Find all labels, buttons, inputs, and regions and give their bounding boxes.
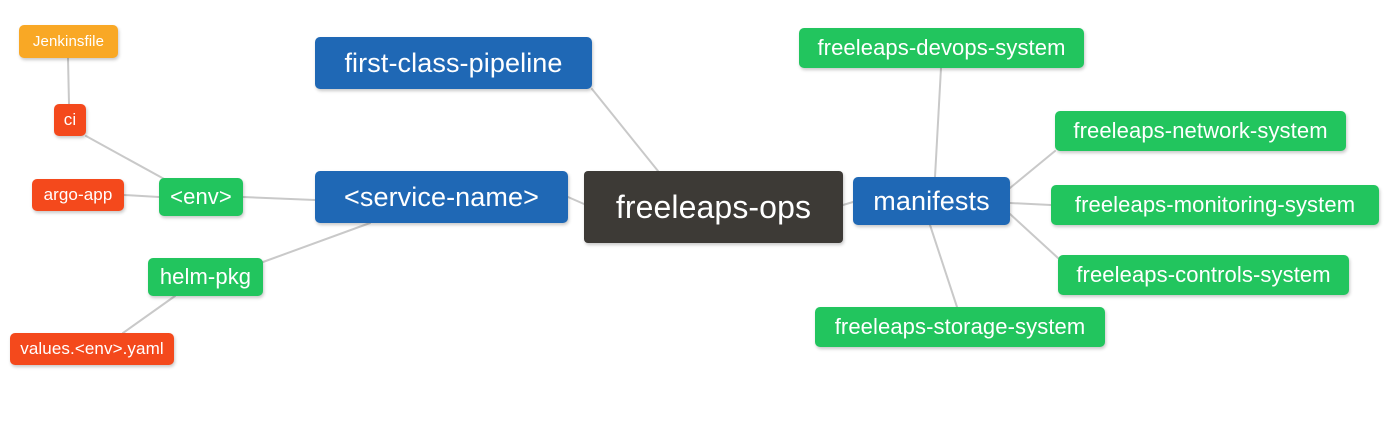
mindmap-node-freeleaps-devops-system[interactable]: freeleaps-devops-system xyxy=(799,28,1084,68)
mindmap-edge-first-class-pipeline-to-freeleaps-ops xyxy=(591,88,659,172)
mindmap-node-manifests[interactable]: manifests xyxy=(853,177,1010,225)
mindmap-node-freeleaps-monitoring-system[interactable]: freeleaps-monitoring-system xyxy=(1051,185,1379,225)
mindmap-node-first-class-pipeline[interactable]: first-class-pipeline xyxy=(315,37,592,89)
mindmap-node-values-env-yaml[interactable]: values.<env>.yaml xyxy=(10,333,174,365)
mindmap-node-freeleaps-ops[interactable]: freeleaps-ops xyxy=(584,171,843,243)
mindmap-node-helm-pkg[interactable]: helm-pkg xyxy=(148,258,263,296)
mindmap-edge-manifests-to-freeleaps-network-system xyxy=(1009,150,1056,189)
mindmap-node-freeleaps-storage-system[interactable]: freeleaps-storage-system xyxy=(815,307,1105,347)
mindmap-edge-ci-to-env xyxy=(85,135,167,181)
mindmap-node-jenkinsfile[interactable]: Jenkinsfile xyxy=(19,25,118,58)
mindmap-node-ci[interactable]: ci xyxy=(54,104,86,136)
mindmap-edge-env-to-service-name xyxy=(242,196,316,201)
mindmap-node-service-name[interactable]: <service-name> xyxy=(315,171,568,223)
mindmap-edge-helm-pkg-to-service-name xyxy=(262,222,371,263)
mindmap-edge-service-name-to-freeleaps-ops xyxy=(567,196,585,205)
mindmap-edge-values-env-yaml-to-helm-pkg xyxy=(122,295,176,334)
mindmap-edge-freeleaps-ops-to-manifests xyxy=(842,201,854,206)
mindmap-node-freeleaps-controls-system[interactable]: freeleaps-controls-system xyxy=(1058,255,1349,295)
mindmap-node-argo-app[interactable]: argo-app xyxy=(32,179,124,211)
mindmap-edge-manifests-to-freeleaps-monitoring-system xyxy=(1009,202,1052,206)
mindmap-edge-argo-app-to-env xyxy=(123,194,160,198)
mindmap-edge-manifests-to-freeleaps-devops-system xyxy=(934,67,942,178)
mindmap-edge-jenkinsfile-to-ci xyxy=(67,57,70,105)
mindmap-edge-manifests-to-freeleaps-storage-system xyxy=(929,224,958,308)
mindmap-node-env[interactable]: <env> xyxy=(159,178,243,216)
mindmap-node-freeleaps-network-system[interactable]: freeleaps-network-system xyxy=(1055,111,1346,151)
